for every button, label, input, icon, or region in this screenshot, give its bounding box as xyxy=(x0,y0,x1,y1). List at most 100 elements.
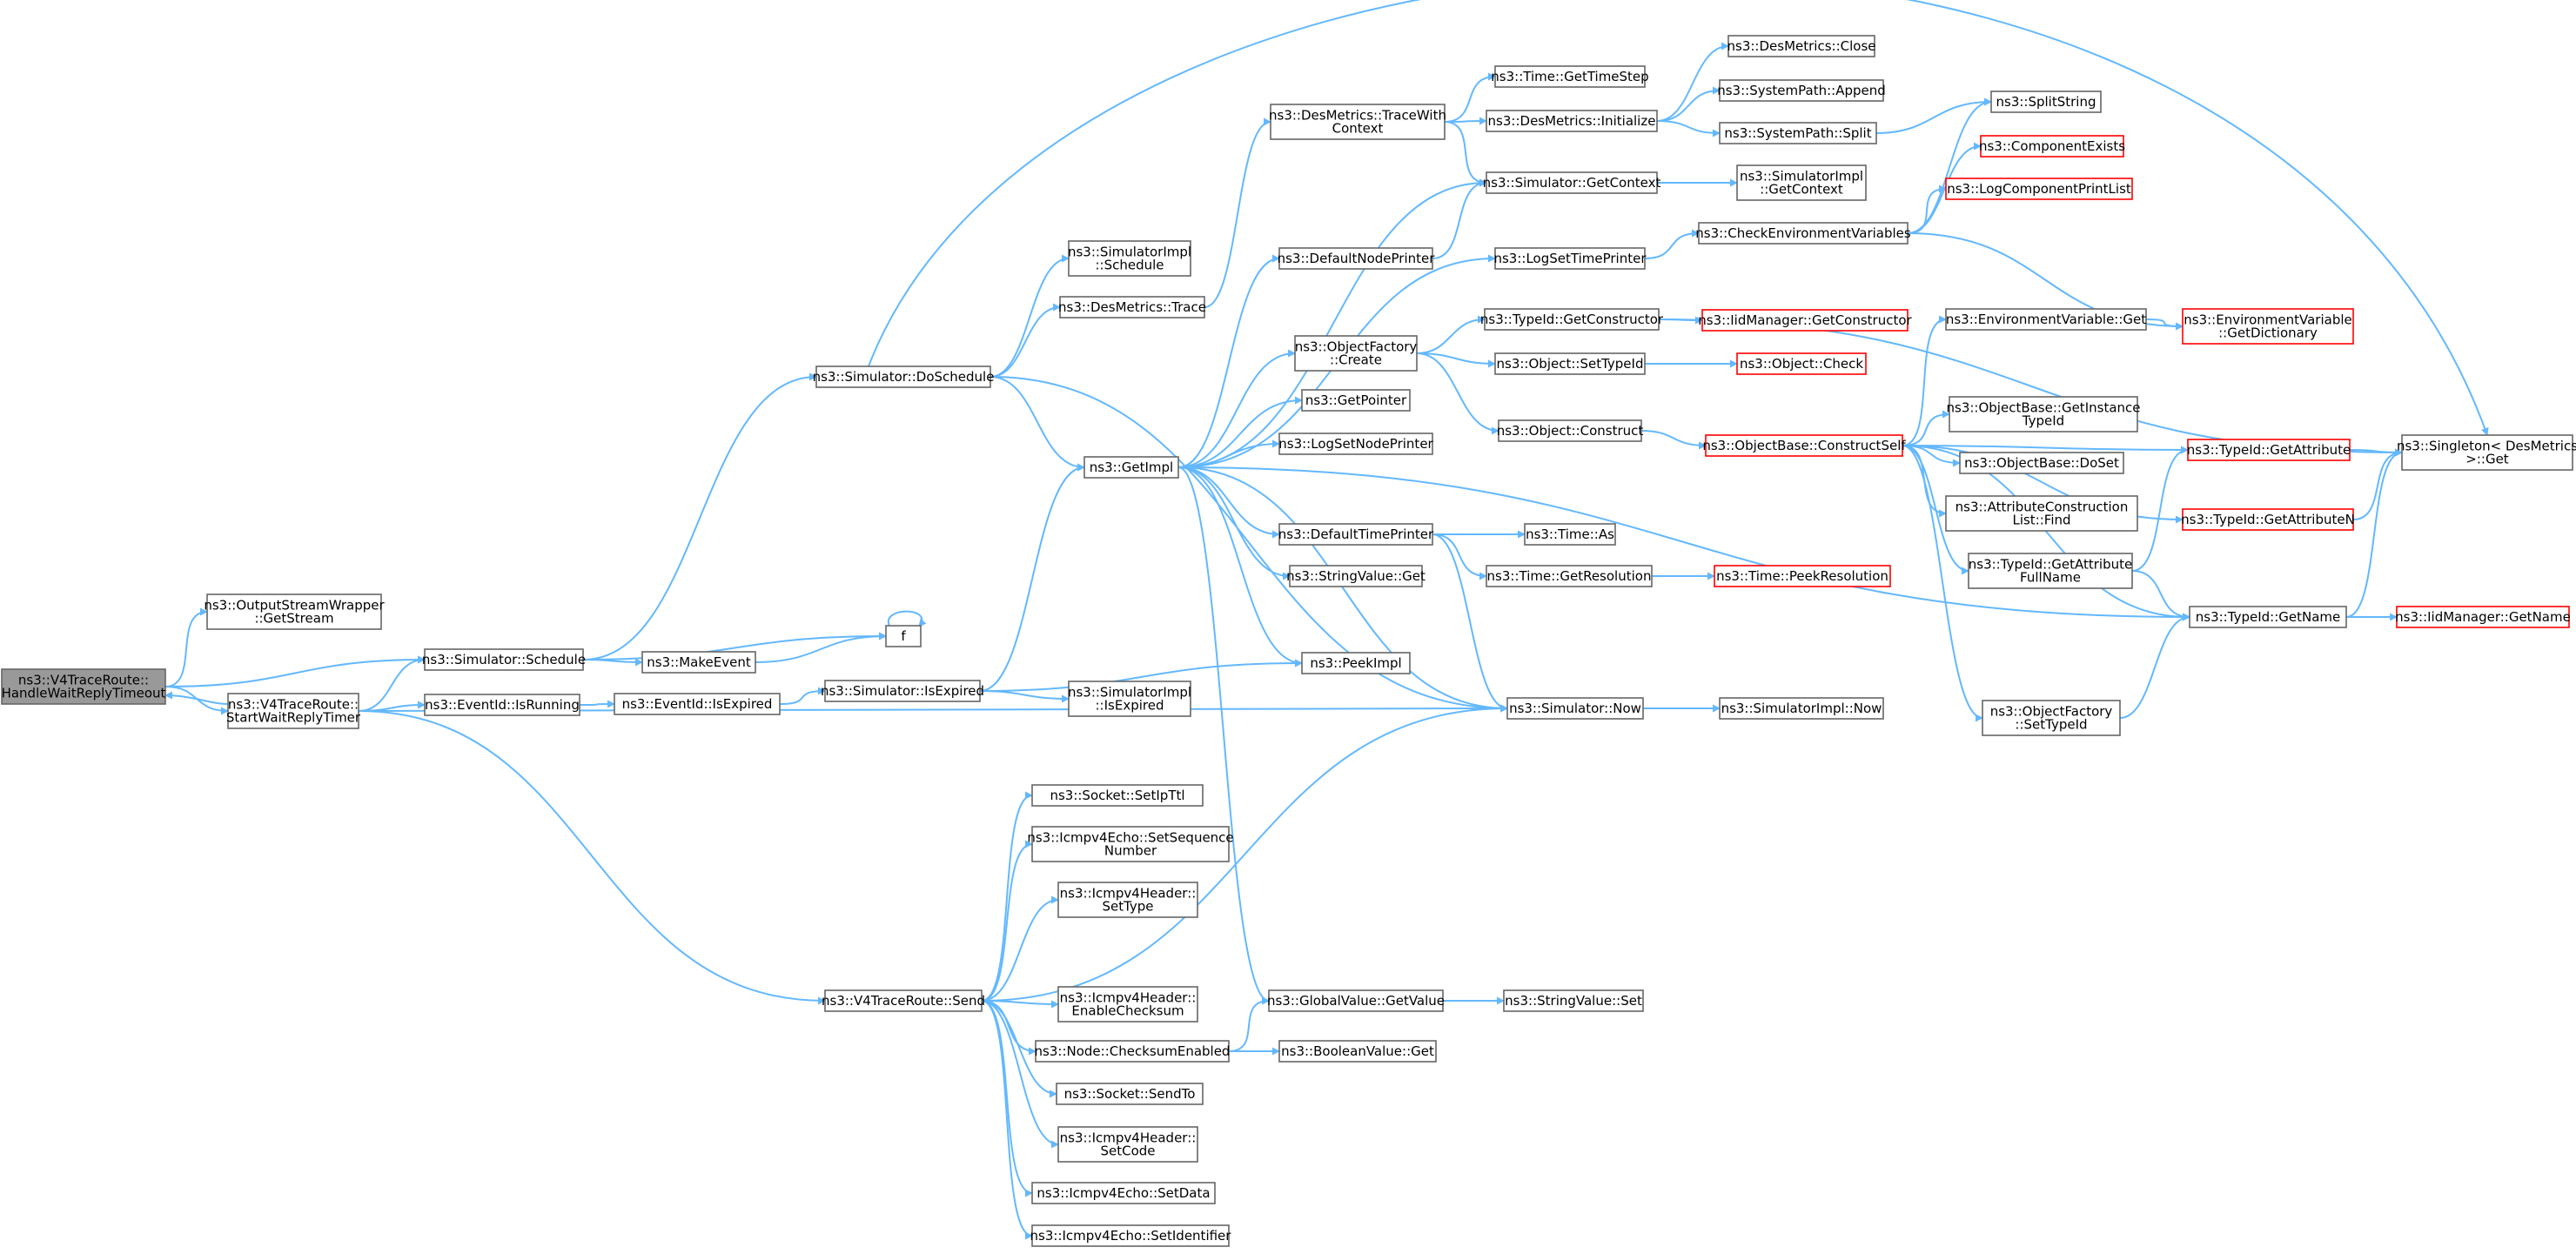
node-logcomponentprintlist[interactable]: ns3::LogComponentPrintList xyxy=(1945,178,2133,200)
edge-sim-isexpired-to-simimpl-isexpired xyxy=(979,690,1070,703)
node-checkenv[interactable]: ns3::CheckEnvironmentVariables xyxy=(1695,222,1911,245)
node-object-check[interactable]: ns3::Object::Check xyxy=(1736,352,1867,375)
node-desmetrics-close[interactable]: ns3::DesMetrics::Close xyxy=(1727,35,1876,57)
node-stringvalue-set[interactable]: ns3::StringValue::Set xyxy=(1503,989,1644,1012)
node-label: ns3::Singleton< DesMetrics xyxy=(2397,439,2576,454)
node-time-peekresolution[interactable]: ns3::Time::PeekResolution xyxy=(1714,565,1891,587)
edge-desmetrics-initialize-to-desmetrics-close xyxy=(1656,42,1729,122)
node-box xyxy=(1506,697,1644,720)
node-socket-sendto[interactable]: ns3::Socket::SendTo xyxy=(1056,1083,1204,1105)
node-getpointer[interactable]: ns3::GetPointer xyxy=(1301,389,1411,412)
node-stringvalue-get[interactable]: ns3::StringValue::Get xyxy=(1286,565,1426,587)
node-time-gettimestep[interactable]: ns3::Time::GetTimeStep xyxy=(1491,65,1649,88)
node-iidmgr-getconstructor[interactable]: ns3::IidManager::GetConstructor xyxy=(1698,309,1913,332)
node-box xyxy=(1083,456,1179,479)
node-label: ns3::Object::SetTypeId xyxy=(1497,356,1644,372)
node-eventid-isrunning[interactable]: ns3::EventId::IsRunning xyxy=(424,694,580,716)
node-typeid-getname[interactable]: ns3::TypeId::GetName xyxy=(2189,606,2347,628)
node-socket-setipttl[interactable]: ns3::Socket::SetIpTtl xyxy=(1031,784,1204,807)
node-syspath-split[interactable]: ns3::SystemPath::Split xyxy=(1719,122,1877,144)
edge-eventid-isrunning-to-eventid-isexpired xyxy=(579,700,615,708)
node-syspath-append[interactable]: ns3::SystemPath::Append xyxy=(1717,79,1886,102)
node-v4-send[interactable]: ns3::V4TraceRoute::Send xyxy=(822,989,985,1012)
node-box xyxy=(1057,882,1198,918)
node-envvar-get[interactable]: ns3::EnvironmentVariable::Get xyxy=(1945,308,2147,331)
node-defaulttimeprinter[interactable]: ns3::DefaultTimePrinter xyxy=(1278,523,1434,546)
node-label: ns3::SimulatorImpl xyxy=(1068,245,1191,260)
node-label: ns3::SystemPath::Append xyxy=(1717,83,1886,98)
node-label: ::IsExpired xyxy=(1096,698,1164,714)
node-hdr-settype[interactable]: ns3::Icmpv4Header::SetType xyxy=(1057,882,1198,918)
node-makeevent[interactable]: ns3::MakeEvent xyxy=(641,651,756,674)
node-ow-getstream[interactable]: ns3::OutputStreamWrapper::GetStream xyxy=(204,593,385,630)
node-simimpl-getcontext[interactable]: ns3::SimulatorImpl::GetContext xyxy=(1736,164,1867,201)
node-logsettimeprinter[interactable]: ns3::LogSetTimePrinter xyxy=(1493,247,1647,270)
node-box xyxy=(1057,1126,1198,1163)
node-objbase-constructself[interactable]: ns3::ObjectBase::ConstructSelf xyxy=(1702,434,1906,457)
node-label: ns3::ObjectBase::ConstructSelf xyxy=(1702,438,1906,453)
node-object-settypeid[interactable]: ns3::Object::SetTypeId xyxy=(1494,352,1646,375)
node-simimpl-isexpired[interactable]: ns3::SimulatorImpl::IsExpired xyxy=(1068,681,1191,717)
node-hdr-setcode[interactable]: ns3::Icmpv4Header::SetCode xyxy=(1057,1126,1198,1163)
node-typeid-getconstructor[interactable]: ns3::TypeId::GetConstructor xyxy=(1480,308,1664,331)
node-desmetrics-initialize[interactable]: ns3::DesMetrics::Initialize xyxy=(1486,110,1658,132)
node-peekimpl[interactable]: ns3::PeekImpl xyxy=(1301,652,1411,674)
node-globalvalue-getvalue[interactable]: ns3::GlobalValue::GetValue xyxy=(1267,989,1445,1012)
node-desmetrics-trace[interactable]: ns3::DesMetrics::Trace xyxy=(1058,296,1206,319)
edge-getimpl-to-getpointer xyxy=(1177,396,1303,468)
node-eventid-isexpired[interactable]: ns3::EventId::IsExpired xyxy=(614,693,781,715)
node-sim-schedule[interactable]: ns3::Simulator::Schedule xyxy=(422,648,586,671)
edge-getimpl-to-objfactory-create xyxy=(1177,349,1296,468)
node-label: ns3::Object::Construct xyxy=(1497,423,1644,439)
edge-getimpl-to-sim-getcontext xyxy=(1177,178,1487,468)
node-object-construct[interactable]: ns3::Object::Construct xyxy=(1497,419,1644,442)
node-box xyxy=(614,693,781,715)
node-envvar-getdict[interactable]: ns3::EnvironmentVariable::GetDictionary xyxy=(2182,308,2354,345)
node-defaultnodeprinter[interactable]: ns3::DefaultNodePrinter xyxy=(1278,247,1436,270)
node-hdr-enablechecksum[interactable]: ns3::Icmpv4Header::EnableChecksum xyxy=(1057,986,1198,1023)
node-label: ::GetStream xyxy=(254,611,333,627)
node-startwait[interactable]: ns3::V4TraceRoute::StartWaitReplyTimer xyxy=(226,693,361,729)
node-root[interactable]: ns3::V4TraceRoute::HandleWaitReplyTimeou… xyxy=(1,668,166,705)
node-typeid-getattributen[interactable]: ns3::TypeId::GetAttributeN xyxy=(2181,508,2355,531)
node-componentexists[interactable]: ns3::ComponentExists xyxy=(1979,135,2125,158)
edge-sim-doschedule-to-getimpl xyxy=(989,376,1085,472)
node-echo-setdata[interactable]: ns3::Icmpv4Echo::SetData xyxy=(1031,1182,1216,1204)
node-label: ns3::SimulatorImpl xyxy=(1068,685,1191,701)
node-label: ns3::EventId::IsRunning xyxy=(425,697,580,713)
node-box xyxy=(1714,565,1891,587)
node-objfactory-settypeid[interactable]: ns3::ObjectFactory::SetTypeId xyxy=(1982,700,2121,736)
node-sim-getcontext[interactable]: ns3::Simulator::GetContext xyxy=(1483,171,1661,194)
node-getimpl[interactable]: ns3::GetImpl xyxy=(1083,456,1179,479)
node-echo-setid[interactable]: ns3::Icmpv4Echo::SetIdentifier xyxy=(1030,1224,1232,1247)
node-time-getresolution[interactable]: ns3::Time::GetResolution xyxy=(1486,565,1653,587)
node-time-as[interactable]: ns3::Time::As xyxy=(1524,523,1616,546)
edge-desmetrics-tracewith-to-sim-getcontext xyxy=(1444,121,1487,187)
node-f[interactable]: f xyxy=(885,625,922,647)
node-sim-doschedule[interactable]: ns3::Simulator::DoSchedule xyxy=(813,365,995,388)
node-label: ns3::Simulator::Schedule xyxy=(422,652,586,667)
node-sim-now[interactable]: ns3::Simulator::Now xyxy=(1506,697,1644,720)
node-simimpl-schedule[interactable]: ns3::SimulatorImpl::Schedule xyxy=(1068,240,1191,277)
node-objfactory-create[interactable]: ns3::ObjectFactory::Create xyxy=(1294,335,1418,372)
node-box xyxy=(1498,419,1642,442)
node-typeid-getattribute[interactable]: ns3::TypeId::GetAttribute xyxy=(2187,439,2351,461)
call-edges xyxy=(164,0,2489,1240)
node-singleton-get[interactable]: ns3::Singleton< DesMetrics >::Get xyxy=(2397,434,2576,471)
node-simimpl-now[interactable]: ns3::SimulatorImpl::Now xyxy=(1719,697,1884,720)
node-sim-isexpired[interactable]: ns3::Simulator::IsExpired xyxy=(821,680,984,702)
node-node-checksumenabled[interactable]: ns3::Node::ChecksumEnabled xyxy=(1035,1040,1231,1063)
node-iidmgr-getname[interactable]: ns3::IidManager::GetName xyxy=(2395,606,2571,628)
node-booleanvalue-get[interactable]: ns3::BooleanValue::Get xyxy=(1278,1040,1437,1063)
node-logsetnodeprinter[interactable]: ns3::LogSetNodePrinter xyxy=(1278,433,1434,455)
node-box xyxy=(1268,989,1444,1012)
node-label: ::GetDictionary xyxy=(2218,325,2318,341)
node-splitstring[interactable]: ns3::SplitString xyxy=(1990,91,2102,113)
node-objbase-doset[interactable]: ns3::ObjectBase::DoSet xyxy=(1959,452,2124,474)
node-box xyxy=(1486,565,1653,587)
